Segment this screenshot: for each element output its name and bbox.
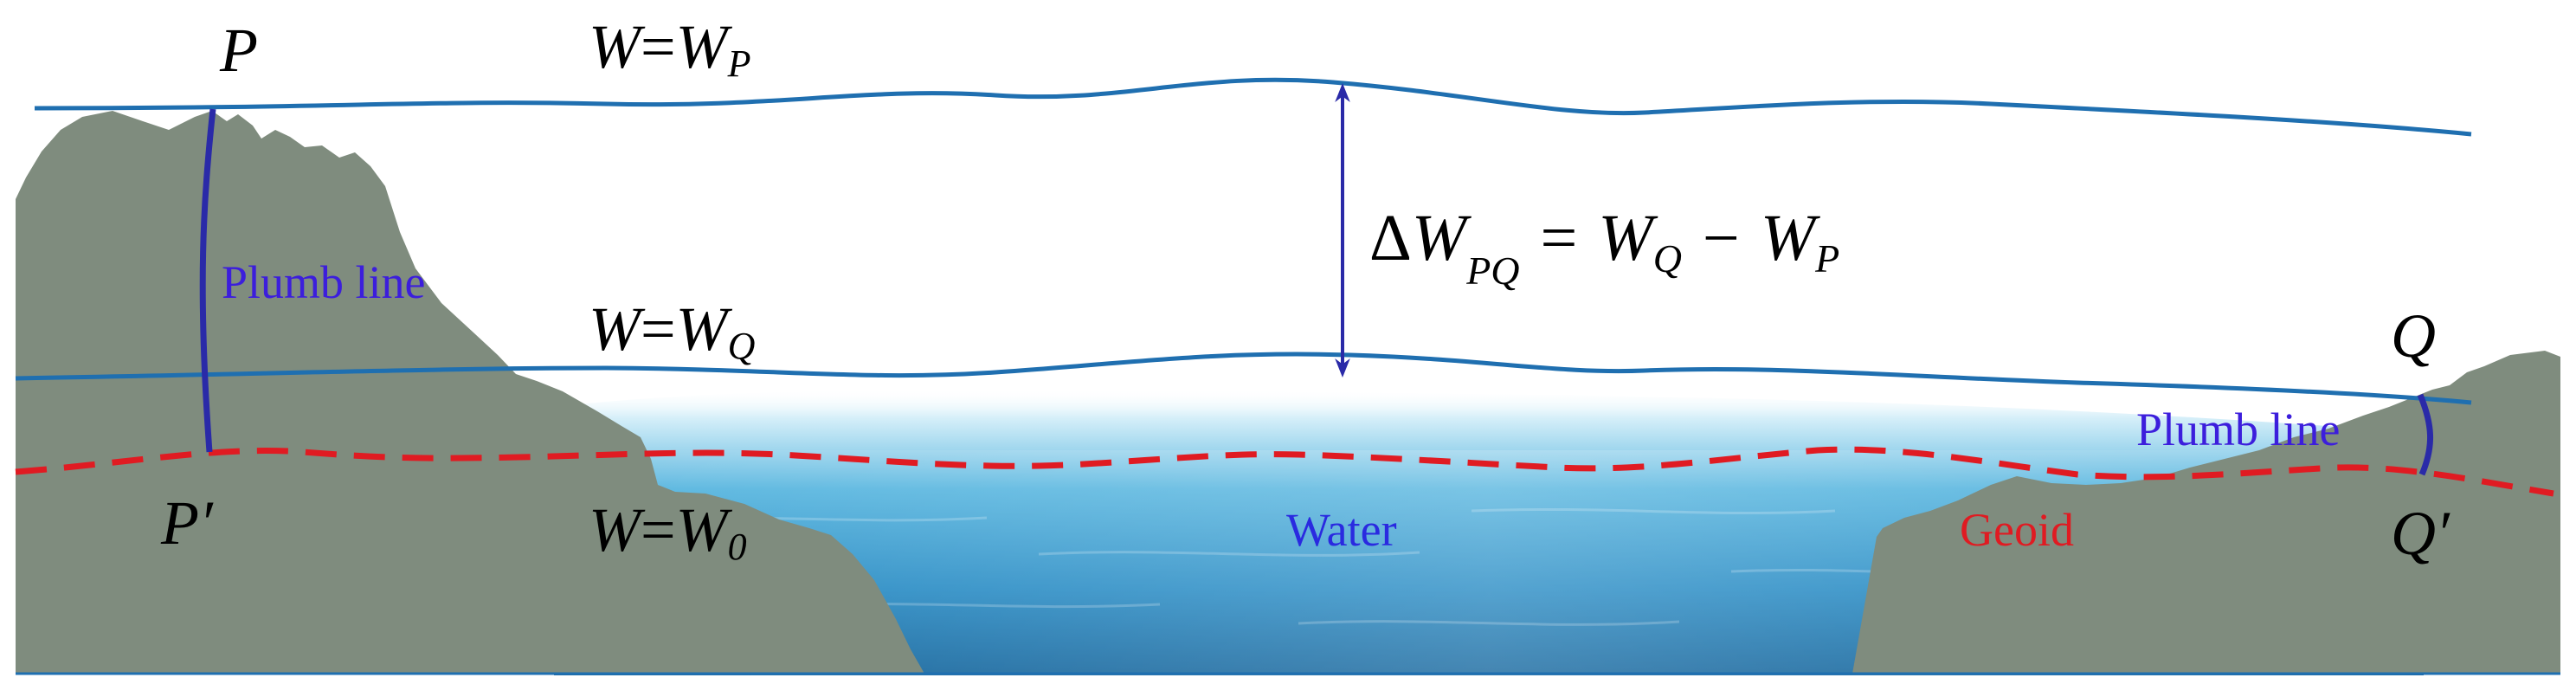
water-label: Water [1286,504,1397,556]
right-terrain [1852,351,2560,674]
point-p-prime-label: P′ [160,488,214,558]
equation-w-equals-wp: W=WP [589,12,750,85]
point-q-prime-label: Q′ [2391,499,2450,568]
equation-w-equals-w0: W=W0 [589,495,747,568]
equipotential-wp-line [34,77,2472,137]
point-p-label: P [219,16,258,85]
plumb-line-right [2417,393,2433,476]
equation-w-equals-wq: W=WQ [589,294,755,367]
plumb-line-left [199,108,216,453]
plumb-line-right-label: Plumb line [2136,403,2341,455]
point-q-label: Q [2391,301,2436,371]
geoid-line [15,446,2554,497]
delta-w-formula: ΔWPQ=WQ−WP [1369,202,1839,293]
plumb-line-left-label: Plumb line [222,256,426,308]
geoid-label: Geoid [1960,504,2074,556]
equipotential-wq-line [15,352,2472,405]
left-terrain [16,111,924,674]
